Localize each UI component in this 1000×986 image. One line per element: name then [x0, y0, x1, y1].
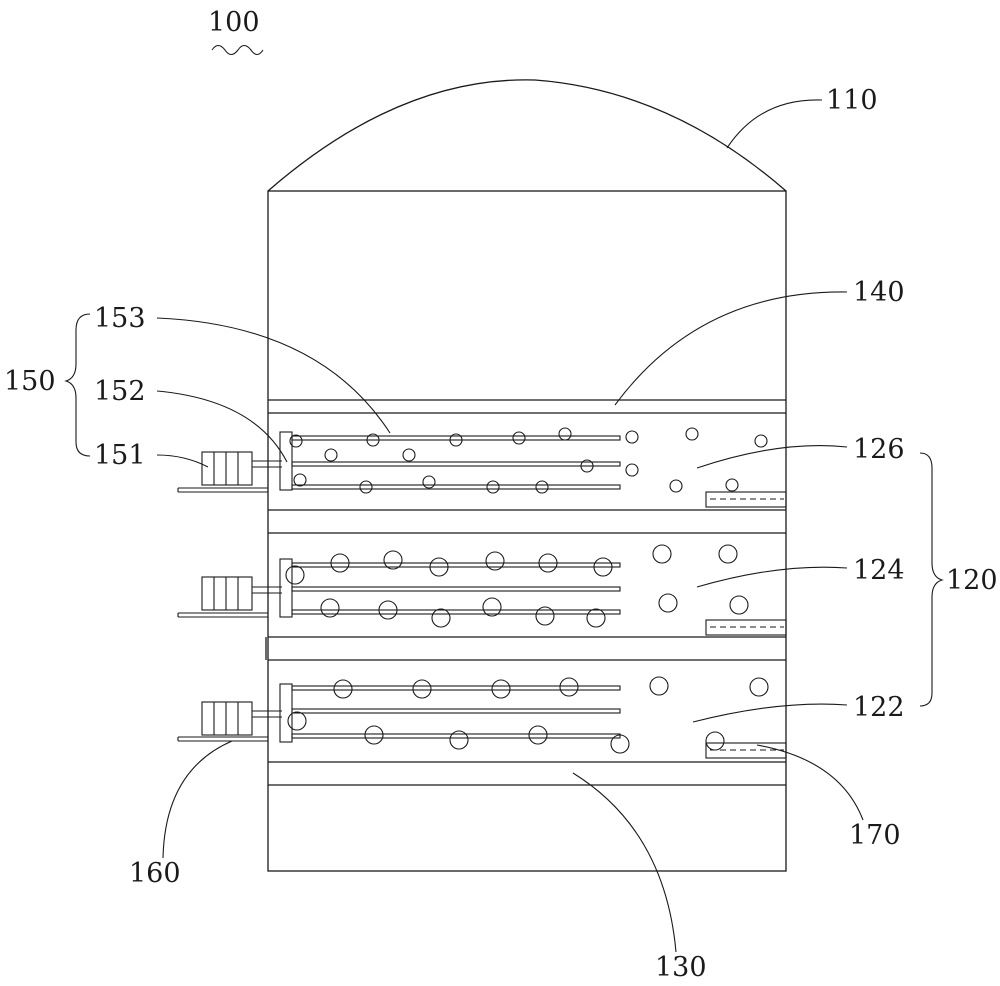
bubbles-126: [289, 427, 768, 494]
rod-153-1: [291, 435, 621, 441]
layer-122: [177, 676, 787, 759]
leader-126: [696, 445, 848, 469]
leader-153: [156, 317, 391, 434]
label-124: 124: [853, 555, 905, 586]
housing-outline: [267, 190, 787, 872]
label-160: 160: [129, 858, 181, 889]
label-122: 122: [853, 692, 905, 723]
leader-151: [156, 454, 209, 468]
layer-126: [177, 427, 787, 508]
leader-lines: [64, 44, 944, 953]
label-170: 170: [849, 820, 901, 851]
leader-152: [156, 390, 288, 463]
label-151: 151: [94, 440, 146, 471]
bubbles-122: [287, 676, 769, 754]
motor-block-3: [201, 701, 253, 736]
leader-110: [726, 99, 823, 149]
device-body: [265, 79, 787, 872]
leader-170: [756, 744, 864, 821]
top-dome: [267, 79, 787, 192]
leader-130: [572, 772, 677, 953]
label-130: 130: [655, 952, 707, 983]
motor-block-2: [201, 576, 253, 611]
tray-170-top: [705, 491, 787, 508]
leader-124: [696, 566, 848, 588]
tray-170-middle: [705, 619, 787, 636]
squiggle-100: [211, 44, 264, 56]
frame-152: [279, 431, 293, 491]
label-110: 110: [826, 85, 878, 116]
label-120: 120: [946, 565, 998, 596]
leader-140: [614, 291, 848, 406]
leader-122: [692, 703, 848, 723]
brace-120: [919, 452, 944, 707]
label-126: 126: [853, 434, 905, 465]
reference-numerals: 100 110 140 153 150 152 151 126 124 120 …: [4, 7, 998, 983]
label-140: 140: [853, 277, 905, 308]
label-152: 152: [94, 376, 146, 407]
brace-150: [64, 313, 91, 457]
layer-124: [177, 544, 787, 636]
frame-3: [279, 683, 293, 743]
bubbles-124: [285, 544, 749, 628]
label-153: 153: [94, 303, 146, 334]
label-150: 150: [4, 366, 56, 397]
leader-160: [162, 740, 233, 859]
label-100: 100: [208, 7, 260, 38]
motor-151-block: [201, 451, 253, 486]
tray-170-bottom: [705, 742, 787, 759]
rod-153-3: [291, 484, 621, 490]
rod-153-2: [291, 461, 621, 467]
